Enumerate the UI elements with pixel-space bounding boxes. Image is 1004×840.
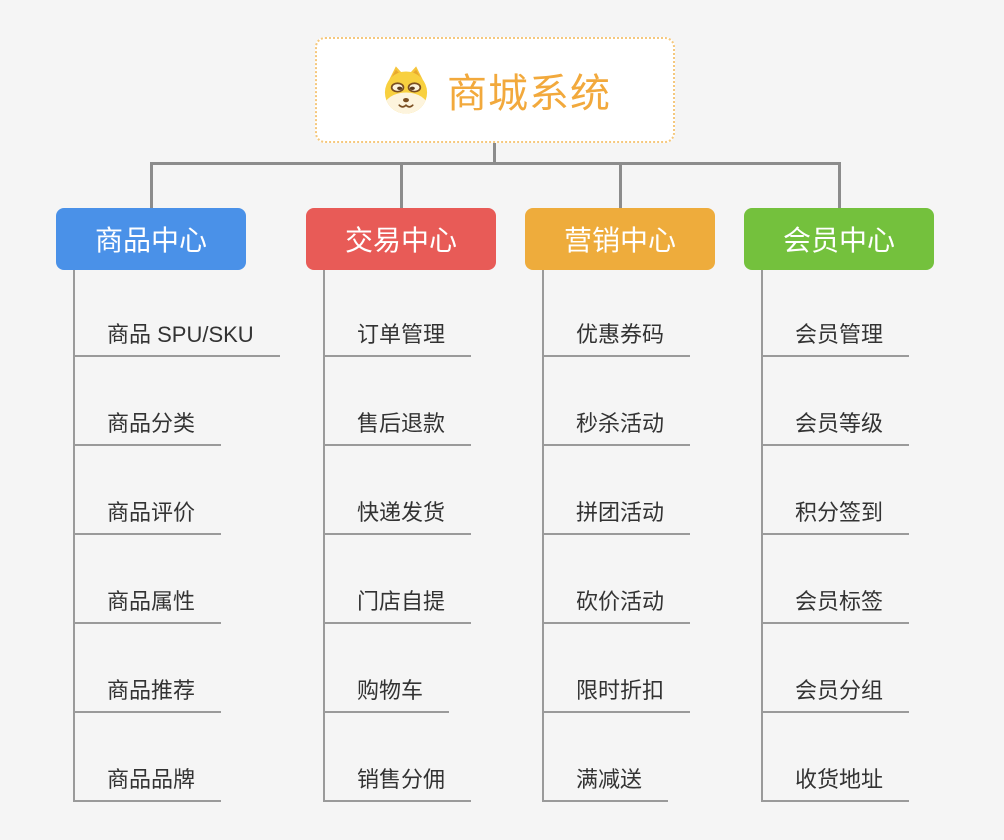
branch-item[interactable]: 砍价活动	[542, 584, 691, 624]
branch-item[interactable]: 销售分佣	[323, 762, 472, 802]
connector-bus	[150, 162, 841, 165]
branch-trunk	[73, 270, 75, 802]
branch-item[interactable]: 限时折扣	[542, 673, 691, 713]
branch-item[interactable]: 商品品牌	[73, 762, 222, 802]
connector-branch-drop	[619, 162, 622, 208]
root-title: 商城系统	[447, 72, 611, 116]
branch-item[interactable]: 会员管理	[761, 317, 910, 357]
connector-branch-drop	[400, 162, 403, 208]
branch-item[interactable]: 商品分类	[73, 406, 222, 446]
branch-item[interactable]: 商品属性	[73, 584, 222, 624]
branch-item[interactable]: 收货地址	[761, 762, 910, 802]
branch-item[interactable]: 秒杀活动	[542, 406, 691, 446]
branch-item[interactable]: 订单管理	[323, 317, 472, 357]
shiba-dog-icon	[384, 66, 428, 114]
branch-header-2[interactable]: 交易中心	[306, 208, 496, 270]
branch-trunk	[323, 270, 325, 802]
branch-trunk	[542, 270, 544, 802]
branch-item[interactable]: 购物车	[323, 673, 450, 713]
branch-header-1[interactable]: 商品中心	[56, 208, 246, 270]
root-node[interactable]: 商城系统	[315, 37, 675, 143]
branch-item[interactable]: 商品 SPU/SKU	[73, 317, 280, 357]
branch-item[interactable]: 会员标签	[761, 584, 910, 624]
branch-header-3[interactable]: 营销中心	[525, 208, 715, 270]
branch-item[interactable]: 拼团活动	[542, 495, 691, 535]
branch-item[interactable]: 会员等级	[761, 406, 910, 446]
connector-branch-drop	[838, 162, 841, 208]
branch-item[interactable]: 售后退款	[323, 406, 472, 446]
branch-item[interactable]: 积分签到	[761, 495, 910, 535]
connector-root-drop	[493, 143, 496, 165]
branch-item[interactable]: 优惠券码	[542, 317, 691, 357]
branch-item[interactable]: 商品评价	[73, 495, 222, 535]
branch-item[interactable]: 会员分组	[761, 673, 910, 713]
branch-trunk	[761, 270, 763, 802]
branch-header-4[interactable]: 会员中心	[744, 208, 934, 270]
branch-item[interactable]: 满减送	[542, 762, 669, 802]
branch-item[interactable]: 商品推荐	[73, 673, 222, 713]
branch-item[interactable]: 门店自提	[323, 584, 472, 624]
branch-item[interactable]: 快递发货	[323, 495, 472, 535]
connector-branch-drop	[150, 162, 153, 208]
